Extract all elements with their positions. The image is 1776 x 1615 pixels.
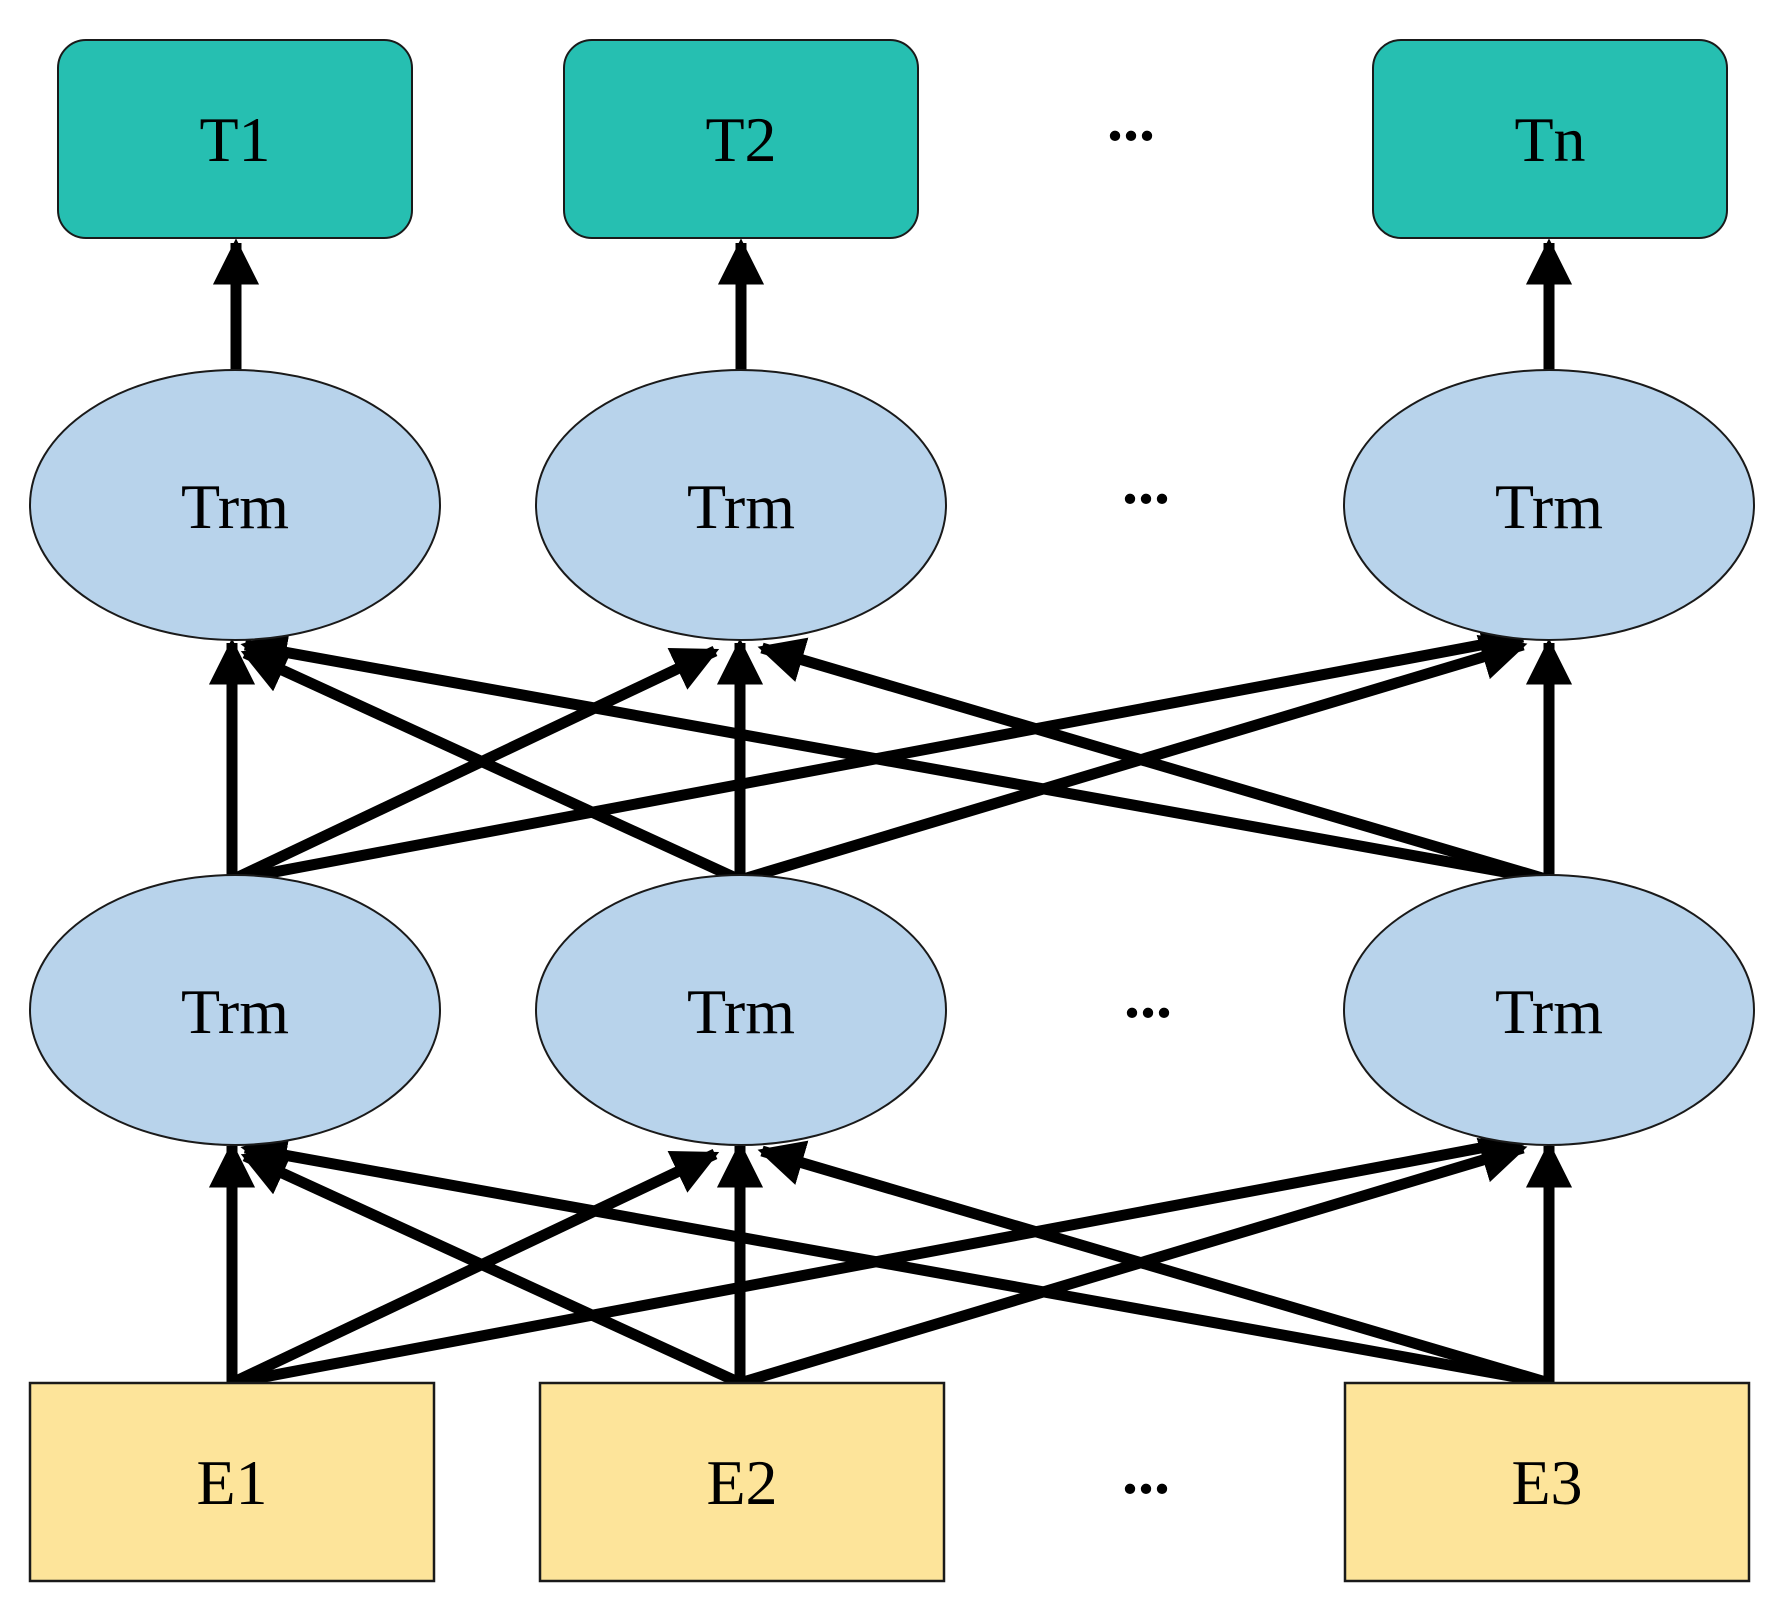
layer1-ellipsis: ... — [1124, 960, 1172, 1031]
input-row: E1 E2 ... E3 — [28, 1381, 1751, 1583]
layer2-ellipsis: ... — [1122, 446, 1170, 517]
trm-label-layer2-2: Trm — [687, 471, 795, 542]
output-row: T1 T2 ... Tn — [57, 39, 1728, 239]
output-node-t2: T2 — [563, 39, 919, 239]
edge-e3-trm2a — [757, 1140, 1551, 1389]
input-label-e1: E1 — [196, 1447, 267, 1518]
input-label-e3: E3 — [1511, 1447, 1582, 1518]
input-ellipsis: ... — [1122, 1436, 1170, 1507]
output-ellipsis: ... — [1107, 83, 1155, 154]
output-node-tn: Tn — [1372, 39, 1728, 239]
trm-layer-1: Trm Trm ... Trm — [29, 874, 1755, 1146]
trm-layer-2: Trm Trm ... Trm — [29, 369, 1755, 641]
trm-node-layer2-2: Trm — [535, 369, 947, 641]
trm-node-layer1-3: Trm — [1343, 874, 1755, 1146]
edge-trm3a-trm2b — [757, 637, 1551, 886]
trm-label-layer1-2: Trm — [687, 976, 795, 1047]
input-label-e2: E2 — [706, 1447, 777, 1518]
trm-label-layer2-1: Trm — [181, 471, 289, 542]
trm-node-layer2-3: Trm — [1343, 369, 1755, 641]
trm-label-layer2-3: Trm — [1495, 471, 1603, 542]
trm-label-layer1-1: Trm — [181, 976, 289, 1047]
output-label-t2: T2 — [705, 104, 776, 175]
trm-node-layer2-1: Trm — [29, 369, 441, 641]
edge-e2-trm1a — [240, 1151, 743, 1388]
output-node-t1: T1 — [57, 39, 413, 239]
output-label-t1: T1 — [199, 104, 270, 175]
edges-layer2-to-output — [212, 238, 1573, 372]
edge-trm1a-trm2b — [229, 646, 720, 885]
edge-e3-trm1a — [240, 1132, 1550, 1389]
input-node-e1: E1 — [28, 1381, 436, 1583]
edge-trm3a-trm1b — [240, 629, 1550, 886]
trm-node-layer1-2: Trm — [535, 874, 947, 1146]
trm-node-layer1-1: Trm — [29, 874, 441, 1146]
input-node-e3: E3 — [1343, 1381, 1751, 1583]
output-label-tn: Tn — [1514, 104, 1585, 175]
edge-trm2a-trm1b — [240, 648, 743, 885]
edges-layer1-to-layer2 — [208, 621, 1573, 886]
edges-input-to-layer1 — [208, 1124, 1573, 1389]
trm-label-layer1-3: Trm — [1495, 976, 1603, 1047]
edge-e1-trm2a — [229, 1149, 720, 1388]
input-node-e2: E2 — [538, 1381, 946, 1583]
